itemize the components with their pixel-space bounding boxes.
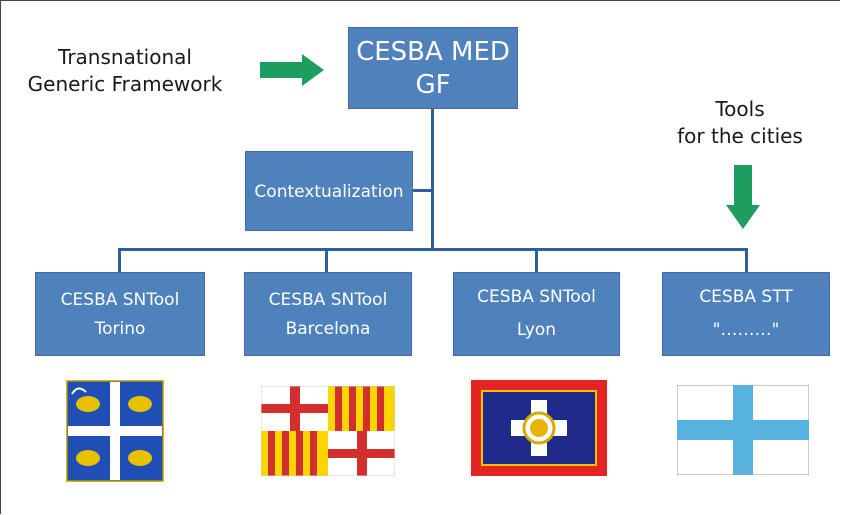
marseille-flag: [677, 385, 809, 475]
tool-box-torino: CESBA SNTool Torino: [35, 272, 205, 356]
right-arrow-icon: [260, 54, 324, 86]
torino-flag: [66, 380, 164, 482]
contextualization-label: Contextualization: [254, 182, 404, 202]
tool-box-line2: Torino: [94, 319, 146, 339]
connector-drop-4: [745, 248, 748, 272]
connector-vertical-main: [431, 109, 434, 250]
connector-drop-2: [325, 248, 328, 272]
tool-box-line1: CESBA SNTool: [477, 287, 596, 307]
connector-horizontal: [118, 248, 748, 251]
tool-box-line2: "………": [712, 320, 780, 340]
framework-label: Transnational Generic Framework: [20, 44, 230, 98]
down-arrow-icon: [726, 165, 760, 229]
tool-box-stt: CESBA STT "………": [662, 272, 830, 356]
contextualization-box: Contextualization: [245, 151, 413, 231]
connector-drop-1: [118, 248, 121, 272]
tool-box-line1: CESBA STT: [699, 287, 793, 307]
framework-label-line2: Generic Framework: [27, 72, 223, 96]
framework-label-line1: Transnational: [58, 45, 192, 69]
connector-drop-3: [535, 248, 538, 272]
main-box-line1: CESBA MED: [356, 37, 510, 67]
tool-box-line1: CESBA SNTool: [268, 290, 388, 310]
connector-context: [413, 189, 433, 192]
barcelona-flag: [261, 386, 395, 476]
tool-box-line2: Lyon: [516, 320, 557, 340]
tool-box-line1: CESBA SNTool: [60, 290, 180, 310]
lyon-flag: [471, 380, 607, 476]
tools-label-line2: for the cities: [677, 124, 803, 148]
tools-label-line1: Tools: [715, 97, 765, 121]
tool-box-line2: Barcelona: [285, 319, 371, 339]
tools-label: Tools for the cities: [665, 96, 815, 150]
cesba-med-gf-box: CESBA MED GF: [348, 27, 518, 109]
tool-box-lyon: CESBA SNTool Lyon: [453, 272, 620, 356]
main-box-line2: GF: [415, 70, 451, 100]
tool-box-barcelona: CESBA SNTool Barcelona: [244, 272, 412, 356]
